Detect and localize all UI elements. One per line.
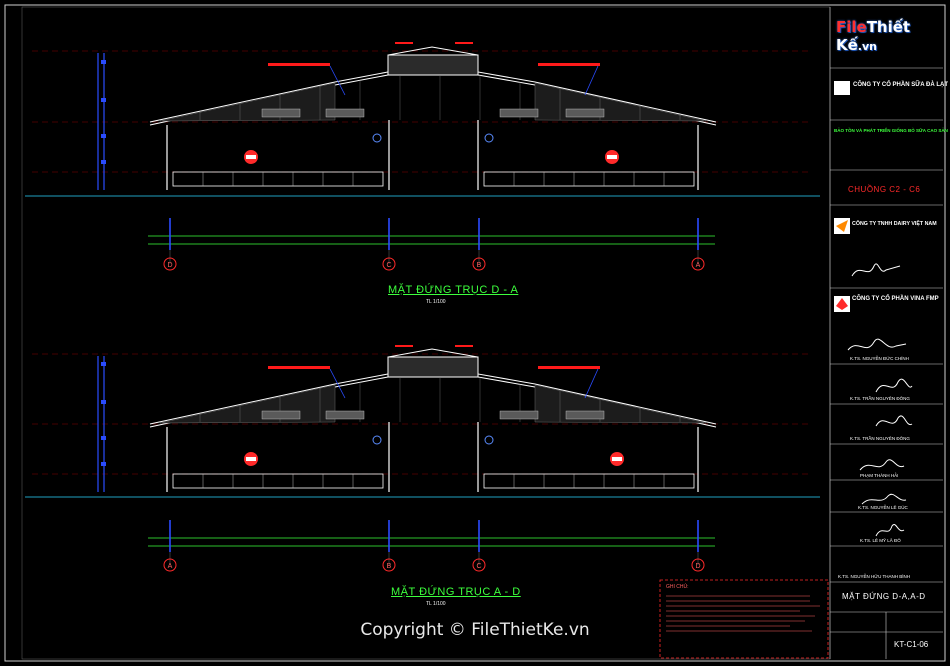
notes-box — [659, 579, 829, 659]
designer-name: K.TS. TRẦN NGUYÊN ĐÔNG — [850, 396, 910, 401]
sheet-border — [4, 4, 946, 662]
designer-name: K.TS. NGUYỄN HỮU THANH BÌNH — [838, 574, 911, 579]
view-1-title: MẶT ĐỨNG TRỤC D - A — [388, 284, 519, 296]
item-label: CHUỒNG C2 - C6 — [848, 185, 921, 194]
title-block — [829, 7, 943, 659]
grid-label: A — [696, 262, 701, 269]
copyright-watermark: Copyright © FileThietKe.vn — [360, 620, 590, 640]
designer-name: K.TS. TRẦN NGUYÊN ĐÔNG — [850, 436, 910, 441]
grid-label: A — [168, 563, 173, 570]
grid-label: C — [386, 262, 391, 269]
sheet-number: KT-C1-06 — [894, 640, 929, 649]
view-2-title: MẶT ĐỨNG TRỤC A - D — [391, 586, 521, 598]
logo-text-a: File — [836, 18, 867, 36]
consultant-company: CÔNG TY TNHH DAIRY VIỆT NAM — [852, 221, 937, 227]
grid-label: D — [167, 262, 172, 269]
fan-icon — [244, 150, 619, 164]
level-marker — [97, 356, 105, 492]
logo-text-b: Thiết Kế — [836, 18, 911, 54]
grid-bubbles-row-2 — [163, 558, 705, 572]
elevation-view-1 — [25, 42, 820, 271]
grid-label: D — [695, 563, 700, 570]
designer-logo-mark — [836, 298, 848, 310]
logo-text: FileThiết Kế.vn — [836, 18, 930, 54]
grid-label: B — [387, 563, 392, 570]
view-1-scale: TL 1/100 — [426, 299, 446, 305]
owner-logo — [834, 81, 850, 95]
view-2-scale: TL 1/100 — [426, 601, 446, 607]
designer-name: K.TS. NGUYỄN LÊ GÚC — [858, 505, 908, 510]
signature-icon — [847, 263, 913, 537]
fan-icon — [244, 452, 624, 466]
elevation-view-2 — [25, 345, 820, 572]
project-name: BẢO TỒN VÀ PHÁT TRIỂN GIỐNG BÒ SỮA CAO S… — [834, 128, 948, 133]
consultant-logo-mark — [836, 220, 848, 232]
design-company: CÔNG TY CỔ PHẦN VINA FMP — [852, 296, 939, 302]
logo-text-c: .vn — [857, 40, 877, 53]
grid-bubbles-row-1 — [163, 257, 705, 271]
filethietke-logo: FileThiết Kế.vn — [812, 12, 930, 54]
grid-label: C — [476, 563, 481, 570]
owner-company: CÔNG TY CỔ PHẦN SỮA ĐÀ LẠT — [853, 82, 948, 88]
inner-border — [21, 6, 831, 660]
notes-heading: GHI CHÚ: — [666, 584, 689, 590]
designer-name: PHẠM THÀNH HẢI — [860, 473, 899, 478]
designer-name: K.TS. LÊ MỸ LÃ ĐÔ — [860, 538, 901, 543]
designer-name: K.TS. NGUYỄN ĐỨC CHÍNH — [850, 356, 909, 361]
level-marker — [97, 53, 105, 190]
sheet-title: MẶT ĐỨNG D-A,A-D — [842, 592, 926, 601]
grid-label: B — [477, 262, 482, 269]
